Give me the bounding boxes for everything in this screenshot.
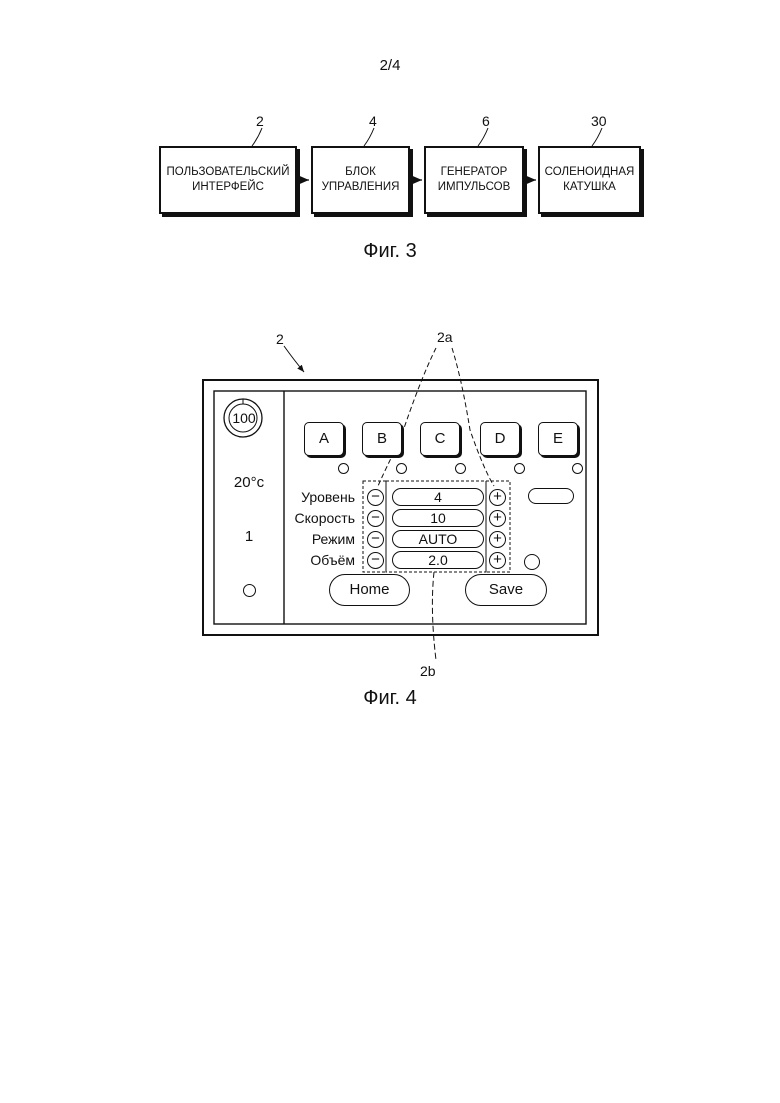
- button-e[interactable]: E: [538, 422, 578, 456]
- button-a[interactable]: A: [304, 422, 344, 456]
- round-indicator-button[interactable]: [524, 554, 540, 570]
- sidebar-indicator[interactable]: [243, 584, 256, 597]
- param-label-level: Уровень: [265, 489, 355, 505]
- indicator-a: [338, 463, 349, 474]
- indicator-c: [455, 463, 466, 474]
- indicator-d: [514, 463, 525, 474]
- ref-numeral-2a: 2a: [437, 329, 453, 345]
- param-label-speed: Скорость: [265, 510, 355, 526]
- button-b[interactable]: B: [362, 422, 402, 456]
- minus-button-mode[interactable]: −: [367, 531, 384, 548]
- minus-button-speed[interactable]: −: [367, 510, 384, 527]
- indicator-e: [572, 463, 583, 474]
- minus-button-level[interactable]: −: [367, 489, 384, 506]
- button-d[interactable]: D: [480, 422, 520, 456]
- save-button[interactable]: Save: [465, 574, 547, 606]
- gauge-value: 100: [229, 410, 259, 426]
- ref-numeral-2b: 2b: [420, 663, 436, 679]
- plus-button-mode[interactable]: +: [489, 531, 506, 548]
- plus-button-speed[interactable]: +: [489, 510, 506, 527]
- indicator-b: [396, 463, 407, 474]
- param-label-volume: Объём: [265, 552, 355, 568]
- fig4-caption: Фиг. 4: [0, 687, 780, 710]
- value-field-volume[interactable]: 2.0: [392, 551, 484, 569]
- ref-numeral-panel: 2: [276, 331, 284, 347]
- minus-button-volume[interactable]: −: [367, 552, 384, 569]
- blank-toggle-button[interactable]: [528, 488, 574, 504]
- value-field-speed[interactable]: 10: [392, 509, 484, 527]
- value-field-level[interactable]: 4: [392, 488, 484, 506]
- plus-button-level[interactable]: +: [489, 489, 506, 506]
- plus-button-volume[interactable]: +: [489, 552, 506, 569]
- param-label-mode: Режим: [265, 531, 355, 547]
- button-c[interactable]: C: [420, 422, 460, 456]
- home-button[interactable]: Home: [329, 574, 410, 606]
- value-field-mode[interactable]: AUTO: [392, 530, 484, 548]
